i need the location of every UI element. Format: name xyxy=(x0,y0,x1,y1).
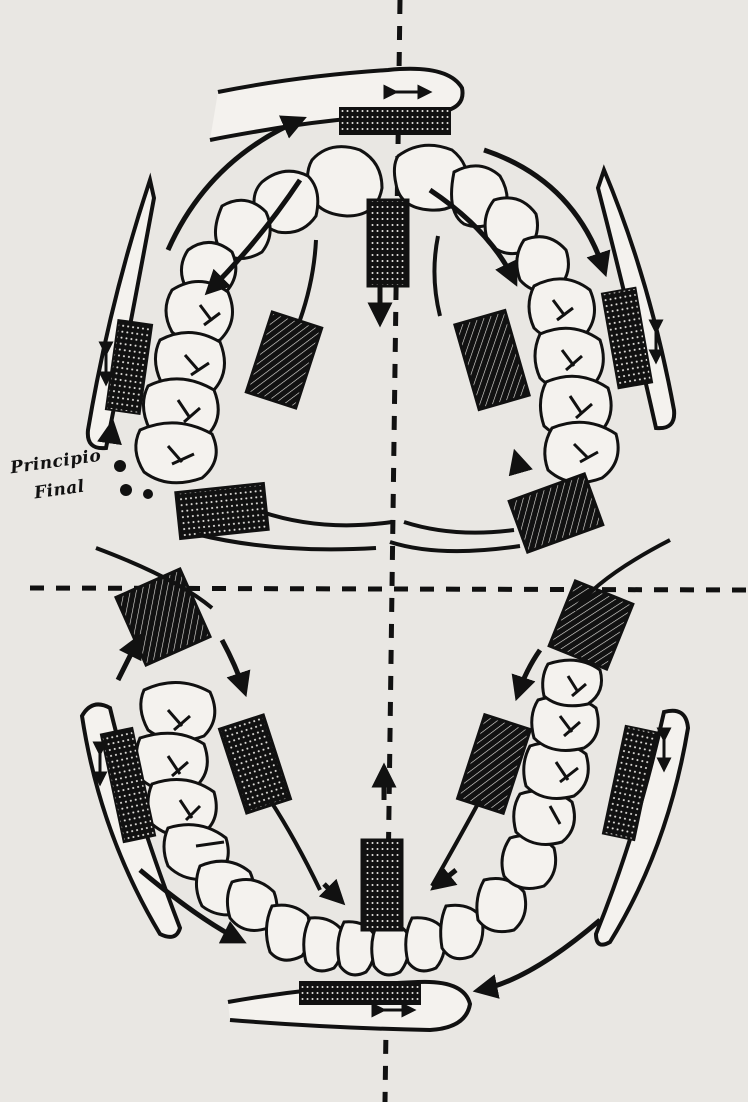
lower-tooth xyxy=(141,682,215,740)
toothbrush-icon xyxy=(210,69,463,140)
upper-tooth xyxy=(136,423,216,483)
upper-arch xyxy=(136,145,618,483)
lower-tooth xyxy=(406,918,445,971)
toothbrush-icon xyxy=(596,711,688,945)
toothbrush-icon xyxy=(228,982,470,1030)
